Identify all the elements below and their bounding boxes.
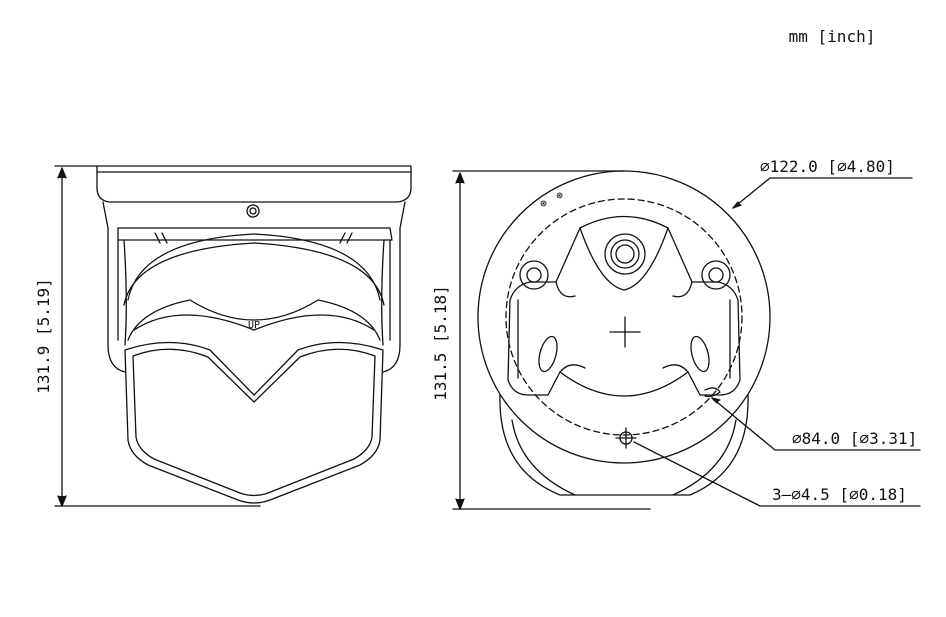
hole-marker (615, 427, 637, 449)
center-cross (609, 316, 641, 348)
mount-holes-label: 3–⌀4.5 [⌀0.18] (772, 485, 907, 504)
orientation-mark-2: ⊕ (554, 188, 565, 203)
mount-circle (505, 198, 743, 436)
side-view-dome (127, 233, 381, 301)
side-view-visor (124, 341, 384, 504)
units-label: mm [inch] (789, 27, 876, 46)
mount-hole-left (519, 260, 549, 290)
bottom-view-base-plate (507, 215, 741, 397)
side-view-housing (102, 201, 406, 373)
bottom-view-height-label: 131.5 [5.18] (431, 285, 450, 401)
orientation-mark-1: ⊕ (538, 196, 549, 211)
outer-diameter-label: ⌀122.0 [⌀4.80] (760, 157, 895, 176)
mount-hole-right (701, 260, 731, 290)
bottom-view: ⊕ ⊕ 131.5 [5.18] ⌀122.0 [⌀4.80] ⌀84.0 [⌀… (431, 157, 921, 510)
side-view: UP 131.9 [5.19] (34, 165, 412, 507)
bottom-view-outer-ring (477, 170, 771, 464)
side-view-top-cap (96, 165, 412, 203)
up-mark: UP (248, 320, 260, 331)
side-view-height-label: 131.9 [5.19] (34, 278, 53, 394)
screw-icon (246, 204, 260, 218)
cable-gland (604, 233, 646, 275)
mount-circle-label: ⌀84.0 [⌀3.31] (792, 429, 917, 448)
